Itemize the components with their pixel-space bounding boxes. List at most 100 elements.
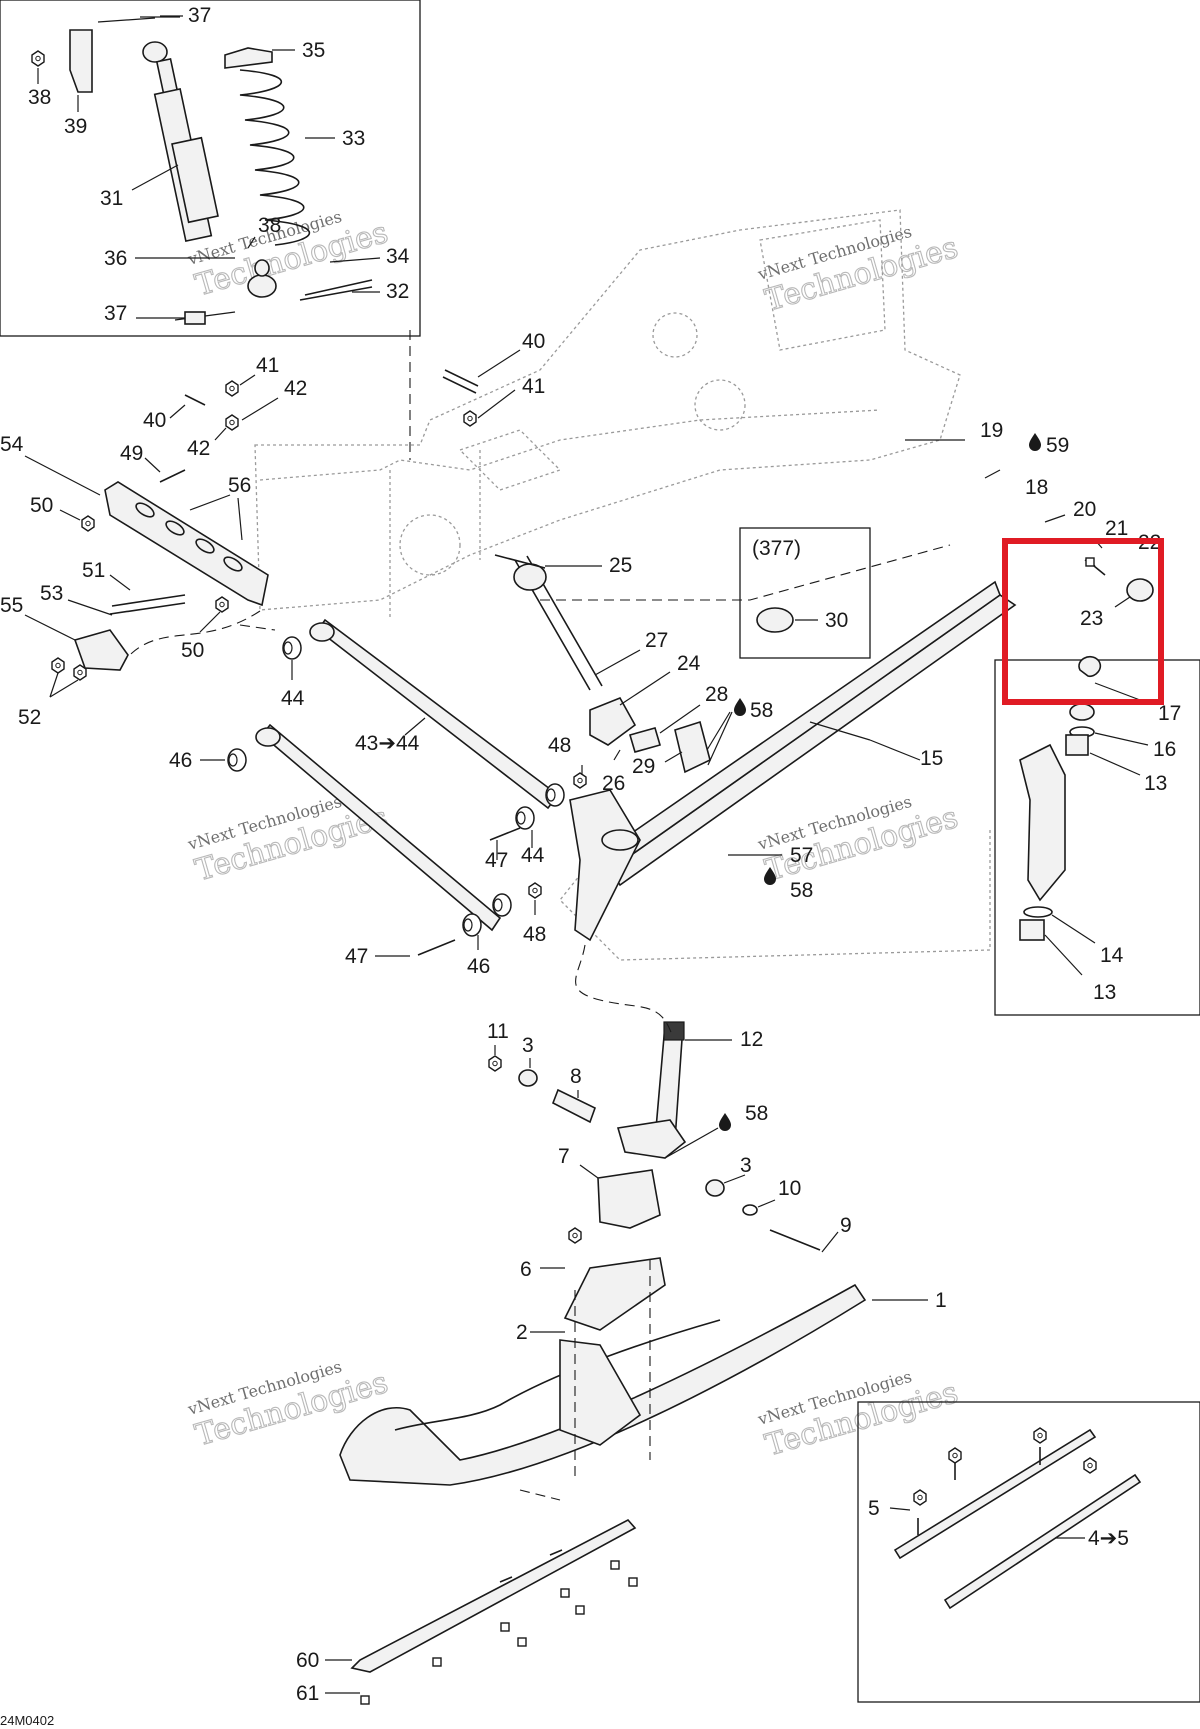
ski-screws xyxy=(360,1560,638,1705)
callout-48-top: 48 xyxy=(548,734,571,757)
steering-block xyxy=(674,720,711,774)
callout-14: 14 xyxy=(1100,944,1124,967)
callout-17: 17 xyxy=(1158,702,1181,725)
inset-runner-callouts: 5 4➔5 xyxy=(868,1497,1129,1550)
highlighted-part-group: 23 xyxy=(1002,538,1164,705)
callout-49: 49 xyxy=(120,442,143,465)
callout-37-top: 37 xyxy=(188,4,211,27)
callout-13-lower: 13 xyxy=(1093,981,1116,1004)
upper-bracket xyxy=(69,29,93,93)
callout-8: 8 xyxy=(570,1065,582,1088)
assembly-lines xyxy=(124,330,951,1501)
callout-3-lower: 3 xyxy=(740,1154,752,1177)
main-callouts: 40 41 41 42 40 42 54 49 56 50 19 59 18 2… xyxy=(0,330,1161,1705)
callout-58-lower: 58 xyxy=(745,1102,768,1125)
callout-44-right: 44 xyxy=(521,844,545,867)
callout-6: 6 xyxy=(520,1258,532,1281)
drawing-code: 24M0402 xyxy=(0,1713,54,1728)
callout-52: 52 xyxy=(18,706,41,729)
radius-rod-bracket xyxy=(104,481,269,607)
ski-spindle xyxy=(616,1021,687,1159)
callout-42-lower: 42 xyxy=(187,437,210,460)
callout-41-right: 41 xyxy=(522,375,545,398)
highlight-frame xyxy=(1002,538,1164,705)
callout-53: 53 xyxy=(40,582,63,605)
inset-spindle xyxy=(994,659,1200,1016)
ski-saddle xyxy=(563,1257,666,1331)
oil-drop-icon xyxy=(719,1113,731,1131)
callout-29: 29 xyxy=(632,755,655,778)
callout-40-left: 40 xyxy=(143,409,166,432)
callout-43-44: 43➔44 xyxy=(355,732,420,755)
callout-39: 39 xyxy=(64,115,87,138)
callout-46-lower: 46 xyxy=(467,955,490,978)
callout-46-left: 46 xyxy=(169,749,192,772)
inset-runners xyxy=(857,1401,1200,1703)
callout-4-5: 4➔5 xyxy=(1088,1527,1129,1550)
callout-12: 12 xyxy=(740,1028,763,1051)
steering-column-link xyxy=(494,554,603,691)
callout-59: 59 xyxy=(1046,434,1069,457)
oil-drop-icon xyxy=(1029,433,1041,451)
chassis-outline xyxy=(254,209,991,961)
callout-51: 51 xyxy=(82,559,105,582)
callout-24: 24 xyxy=(677,652,701,675)
callout-30: 30 xyxy=(825,609,848,632)
callout-48-lower: 48 xyxy=(523,923,546,946)
callout-61: 61 xyxy=(296,1682,319,1705)
callout-19: 19 xyxy=(980,419,1003,442)
callout-26: 26 xyxy=(602,772,625,795)
callout-5: 5 xyxy=(868,1497,880,1520)
callout-36: 36 xyxy=(104,247,127,270)
coil-spring xyxy=(239,69,311,246)
callout-56: 56 xyxy=(228,474,251,497)
callout-33: 33 xyxy=(342,127,365,150)
ski-spacers xyxy=(518,1069,758,1216)
callout-44-left: 44 xyxy=(281,687,305,710)
callout-38-top: 38 xyxy=(28,86,51,109)
inset-377-ref: (377) xyxy=(752,537,801,560)
cap-part xyxy=(756,607,794,633)
callout-47-upper: 47 xyxy=(485,849,508,872)
spindle-housing xyxy=(569,789,641,942)
callout-23: 23 xyxy=(1080,607,1103,630)
callout-32: 32 xyxy=(386,280,409,303)
ski-wear-plate xyxy=(350,1518,637,1673)
callout-47-lower: 47 xyxy=(345,945,368,968)
callout-25: 25 xyxy=(609,554,632,577)
callout-58-mid: 58 xyxy=(790,879,813,902)
callout-1: 1 xyxy=(935,1289,947,1312)
callout-2: 2 xyxy=(516,1321,528,1344)
callout-50-lower: 50 xyxy=(181,639,204,662)
inset-shock: 37 35 38 39 33 31 38 36 34 32 37 xyxy=(0,0,421,337)
inset-shock-callouts: 37 35 38 39 33 31 38 36 34 32 37 xyxy=(28,4,410,325)
inset-spindle-callouts: 17 16 13 14 13 xyxy=(1044,682,1181,1004)
callout-38-mid: 38 xyxy=(258,214,281,237)
inset-runners-frame xyxy=(857,1401,1200,1703)
callout-35: 35 xyxy=(302,39,325,62)
inset-377-frame xyxy=(739,527,871,659)
bolt-shafts xyxy=(109,369,1096,1251)
callout-13-upper: 13 xyxy=(1144,772,1167,795)
radius-rods xyxy=(227,618,565,937)
callout-7: 7 xyxy=(558,1145,570,1168)
inset-377: (377) 30 xyxy=(739,527,871,659)
steering-plate xyxy=(589,696,637,746)
callout-50-left: 50 xyxy=(30,494,53,517)
ski-stopper xyxy=(597,1169,661,1229)
callout-60: 60 xyxy=(296,1649,319,1672)
callout-55: 55 xyxy=(0,594,23,617)
callout-34: 34 xyxy=(386,245,410,268)
callout-37-bottom: 37 xyxy=(104,302,127,325)
rod-mount-bracket xyxy=(73,629,129,671)
callout-54: 54 xyxy=(0,433,24,456)
callout-31: 31 xyxy=(100,187,123,210)
steering-bushing xyxy=(629,727,661,753)
callout-58-upper: 58 xyxy=(750,699,773,722)
callout-16: 16 xyxy=(1153,738,1176,761)
callout-3-upper: 3 xyxy=(522,1034,534,1057)
callout-10: 10 xyxy=(778,1177,801,1200)
callout-9: 9 xyxy=(840,1214,852,1237)
callout-18: 18 xyxy=(1025,476,1048,499)
